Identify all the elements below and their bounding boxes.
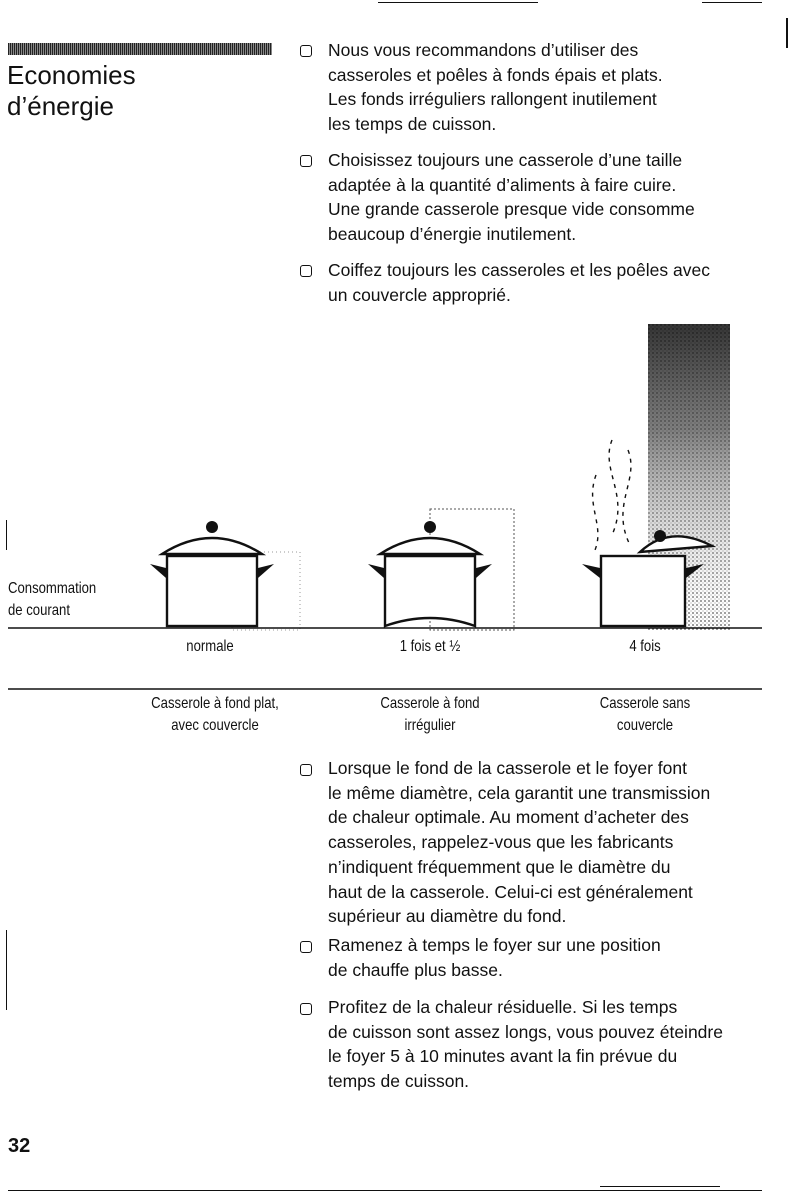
section-title: Economies d’énergie xyxy=(7,60,267,122)
text-line: Ramenez à temps le foyer sur une positio… xyxy=(328,935,661,955)
caption-line: Casserole à fond plat, xyxy=(151,695,279,712)
text-line: Coiffez toujours les casseroles et les p… xyxy=(328,260,710,280)
text-line: le même diamètre, cela garantit une tran… xyxy=(328,782,711,803)
text-line: Lorsque le fond de la casserole et le fo… xyxy=(328,758,687,778)
caption-line: avec couvercle xyxy=(171,717,259,734)
consumption-value-normal: normale xyxy=(186,638,234,655)
section-title-line1: Economies xyxy=(7,60,136,90)
pot-without-lid-icon xyxy=(582,530,717,628)
text-line: de chauffe plus basse. xyxy=(328,959,503,980)
text-line: Profitez de la chaleur résiduelle. Si le… xyxy=(328,997,678,1017)
bottom-rule-right xyxy=(600,1186,720,1187)
steam-icon xyxy=(591,439,632,551)
section-title-line2: d’énergie xyxy=(7,91,114,121)
top-rule-center xyxy=(378,2,538,3)
caption-line: couvercle xyxy=(616,717,674,734)
bullet-checkbox-icon xyxy=(300,941,312,953)
consumption-value-no-lid: 4 fois xyxy=(629,638,661,655)
pot-irregular-bottom-icon xyxy=(368,521,492,628)
bullet-checkbox-icon xyxy=(300,45,312,57)
text-line: supérieur au diamètre du fond. xyxy=(328,906,567,927)
text-line: beaucoup d’énergie inutilement. xyxy=(328,224,577,245)
bullet-paragraph-5: Ramenez à temps le foyer sur une positio… xyxy=(328,933,768,982)
text-line: Une grande casserole presque vide consom… xyxy=(328,199,695,220)
consumption-axis-label: Consommation de courant xyxy=(8,578,96,622)
text-line: n’indiquent fréquemment que le diamètre … xyxy=(328,856,671,877)
text-line: de chaleur optimale. Au moment d’acheter… xyxy=(328,807,689,828)
text-line: le foyer 5 à 10 minutes avant la fin pré… xyxy=(328,1046,678,1067)
bullet-checkbox-icon xyxy=(300,155,312,167)
text-line: Les fonds irréguliers rallongent inutile… xyxy=(328,89,657,110)
margin-mark xyxy=(6,930,7,1010)
text-line: casseroles, rappelez-vous que les fabric… xyxy=(328,832,674,853)
pot-caption-no-lid: Casserole sans couvercle xyxy=(584,693,707,737)
text-line: haut de la casserole. Celui-ci est génér… xyxy=(328,881,693,902)
bullet-checkbox-icon xyxy=(300,265,312,277)
bullet-checkbox-icon xyxy=(300,764,312,776)
consumption-value-irregular: 1 fois et ½ xyxy=(399,638,461,655)
bullet-paragraph-4: Lorsque le fond de la casserole et le fo… xyxy=(328,756,768,929)
text-line: Choisissez toujours une casserole d’une … xyxy=(328,150,683,170)
pot-caption-flat: Casserole à fond plat, avec couvercle xyxy=(145,693,284,737)
text-line: casseroles et poêles à fonds épais et pl… xyxy=(328,64,663,85)
bottom-rule xyxy=(8,1190,762,1191)
caption-line: Casserole sans xyxy=(599,695,691,712)
text-line: de cuisson sont assez longs, vous pouvez… xyxy=(328,1021,723,1042)
consumption-label-line1: Consommation xyxy=(8,580,97,597)
top-rule-right xyxy=(702,2,762,3)
page-number: 32 xyxy=(8,1135,31,1157)
pot-flat-with-lid-icon xyxy=(150,521,274,628)
right-edge-mark xyxy=(786,18,788,48)
text-line: les temps de cuisson. xyxy=(328,114,497,135)
energy-consumption-illustration xyxy=(8,324,762,690)
text-line: adaptée à la quantité d’aliments à faire… xyxy=(328,174,677,195)
bullet-paragraph-6: Profitez de la chaleur résiduelle. Si le… xyxy=(328,995,768,1094)
bullet-paragraph-1: Nous vous recommandons d’utiliser des ca… xyxy=(328,38,768,137)
caption-line: irrégulier xyxy=(404,717,456,734)
margin-mark xyxy=(6,520,7,550)
text-line: temps de cuisson. xyxy=(328,1071,470,1092)
bullet-paragraph-2: Choisissez toujours une casserole d’une … xyxy=(328,148,768,247)
pot-caption-irregular: Casserole à fond irrégulier xyxy=(369,693,492,737)
text-line: un couvercle approprié. xyxy=(328,284,511,305)
caption-line: Casserole à fond xyxy=(380,695,480,712)
consumption-label-line2: de courant xyxy=(8,602,70,619)
bullet-checkbox-icon xyxy=(300,1003,312,1015)
section-title-bar xyxy=(8,43,272,55)
bullet-paragraph-3: Coiffez toujours les casseroles et les p… xyxy=(328,258,768,307)
text-line: Nous vous recommandons d’utiliser des xyxy=(328,40,639,60)
